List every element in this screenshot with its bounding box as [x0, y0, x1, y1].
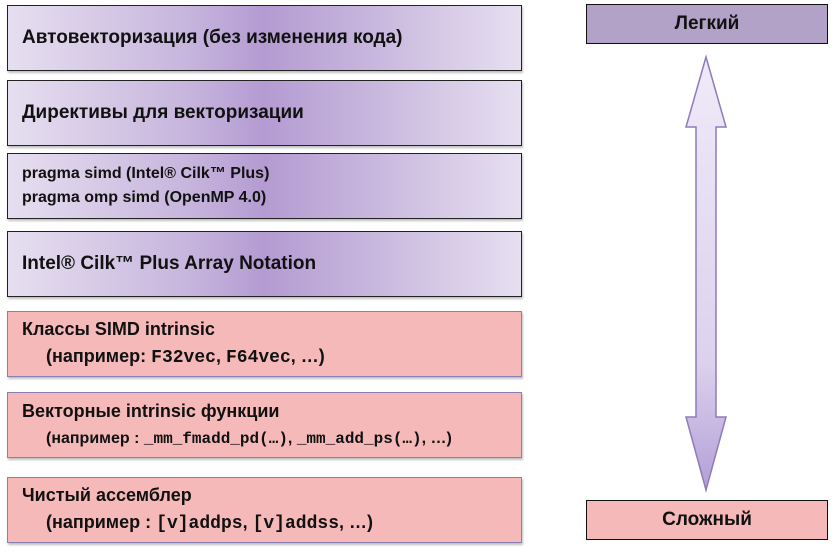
level-array-notation: Intel® Cilk™ Plus Array Notation [7, 231, 522, 297]
example-code: _mm_fmadd_pd(…) [143, 429, 288, 448]
level-simd-classes: Классы SIMD intrinsic (например: F32vec,… [7, 311, 522, 377]
level-assembler: Чистый ассемблер (например : [v]addps, [… [7, 477, 522, 543]
example-sep: , [215, 346, 226, 366]
level-label: Intel® Cilk™ Plus Array Notation [22, 253, 317, 274]
example-suffix: , …) [339, 512, 373, 532]
level-pragmas: pragma simd (Intel® Cilk™ Plus) pragma o… [7, 153, 522, 219]
example-suffix: , …) [421, 429, 452, 447]
level-title: Чистый ассемблер [22, 485, 192, 505]
level-title: Векторные intrinsic функции [22, 400, 280, 421]
example-code: [v]addps [156, 514, 243, 534]
example-code: _mm_add_ps(…) [296, 429, 422, 448]
level-directives: Директивы для векторизации [7, 80, 522, 146]
example-prefix: (например: [46, 346, 152, 366]
level-intrinsics: Векторные intrinsic функции (например : … [7, 392, 522, 458]
easy-label: Легкий [586, 4, 828, 44]
hard-text: Сложный [662, 509, 752, 530]
level-example: (например : [v]addps, [v]addss, …) [22, 509, 521, 538]
example-code: [v]addss [252, 514, 339, 534]
example-code: F64vec [225, 348, 291, 368]
example-sep: , [287, 429, 297, 447]
easy-text: Легкий [674, 13, 740, 34]
level-label: Директивы для векторизации [22, 102, 304, 123]
double-arrow-icon [685, 54, 727, 493]
example-code: F32vec [151, 348, 216, 368]
level-example: (например : _mm_fmadd_pd(…), _mm_add_ps(… [22, 425, 521, 453]
level-line: pragma omp simd (OpenMP 4.0) [22, 189, 267, 206]
level-line: pragma simd (Intel® Cilk™ Plus) [22, 165, 270, 182]
level-autovectorization: Автовекторизация (без изменения кода) [7, 5, 522, 71]
example-prefix: (например : [46, 512, 157, 532]
example-suffix: , …) [290, 346, 325, 366]
hard-label: Сложный [586, 500, 828, 540]
level-title: Классы SIMD intrinsic [22, 319, 215, 339]
level-example: (например: F32vec, F64vec, …) [22, 343, 521, 372]
level-label: Автовекторизация (без изменения кода) [22, 27, 403, 48]
example-sep: , [242, 512, 253, 532]
example-prefix: (например : [46, 429, 144, 447]
